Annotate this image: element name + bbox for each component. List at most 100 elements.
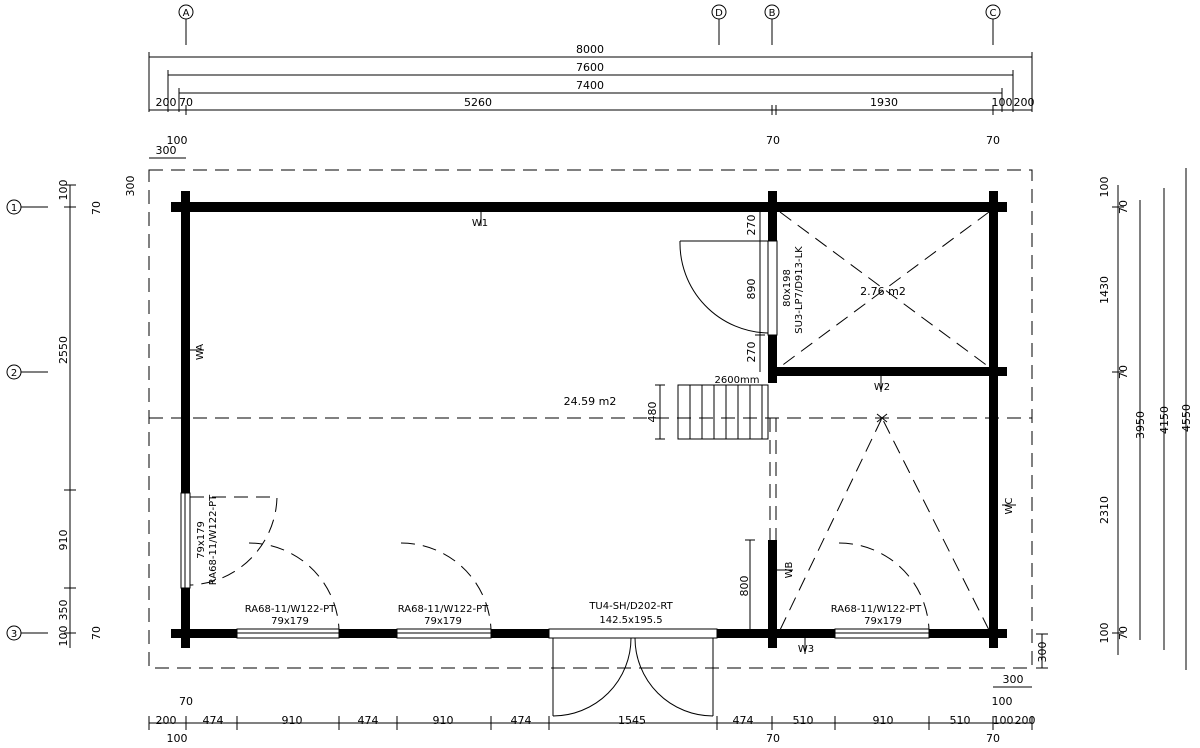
- dim-left-6: 100: [57, 626, 70, 647]
- stair-width-dim: 480: [646, 402, 659, 423]
- wall-label-w1: W1: [472, 218, 488, 229]
- dim-top-r5-1: 70: [766, 134, 780, 147]
- window-2-code: RA68-11/W122-PT: [398, 604, 489, 615]
- inner-door-code: SU3-LP7/D913-LK: [794, 246, 805, 334]
- left-window-code: RA68-11/W122-PT: [208, 494, 219, 585]
- openings: [180, 240, 930, 717]
- dim-7600: 7600: [576, 61, 604, 74]
- dim-bottom-below-1: 70: [766, 732, 780, 745]
- dim-top-r5-0: 100: [167, 134, 188, 147]
- main-door-code: TU4-SH/D202-RT: [588, 601, 673, 612]
- wall-label-wb: WB: [784, 561, 795, 578]
- left-window-size: 79x179: [196, 521, 207, 559]
- dim-right-3: 70: [1117, 365, 1130, 379]
- dim-top-r6: 300: [156, 144, 177, 157]
- window-3-code: RA68-11/W122-PT: [831, 604, 922, 615]
- wall-label-w3: W3: [798, 644, 814, 655]
- dim-bottom-9: 910: [873, 714, 894, 727]
- axis-label-d: D: [715, 8, 723, 19]
- dim-right-8: 4150: [1158, 406, 1171, 434]
- dim-right-5: 100: [1098, 623, 1111, 644]
- dim-right-0: 100: [1098, 177, 1111, 198]
- dim-right-2: 1430: [1098, 276, 1111, 304]
- dim-bottom-11: 100: [993, 714, 1014, 727]
- dim-bottom-8: 510: [793, 714, 814, 727]
- wall-label-wa: WA: [195, 344, 206, 360]
- wall-markers: W1 W2 W3 WA WB WC: [190, 212, 1016, 655]
- dim-bottom-0: 200: [156, 714, 177, 727]
- wb-dimension: 800: [738, 539, 755, 630]
- dim-bottom-6: 1545: [618, 714, 646, 727]
- dim-left-0: 300: [124, 176, 137, 197]
- dim-left-4: 910: [57, 530, 70, 551]
- dim-bottom-12: 200: [1015, 714, 1036, 727]
- axis-label-b: B: [769, 8, 776, 19]
- staircase: 480 2600mm: [646, 375, 769, 440]
- axis-label-2: 2: [11, 368, 17, 379]
- dim-7400: 7400: [576, 79, 604, 92]
- dim-right-1: 70: [1117, 200, 1130, 214]
- dim-top-r5-2: 70: [986, 134, 1000, 147]
- window-3-size: 79x179: [864, 616, 902, 627]
- top-dimensions: 8000 7600 7400 200 70 5260 1930 100 200 …: [148, 43, 1035, 159]
- dim-top-r4-1: 70: [179, 96, 193, 109]
- walls: [171, 191, 1007, 648]
- left-dimensions: 300 100 70 2550 910 350 100 70: [57, 176, 137, 648]
- axis-label-1: 1: [11, 203, 17, 214]
- wb-dim: 800: [738, 576, 751, 597]
- dim-bottom-above-2: 300: [1003, 673, 1024, 686]
- dim-left-7: 70: [90, 626, 103, 640]
- inner-door-size: 80x198: [782, 269, 793, 307]
- dim-left-2: 70: [90, 201, 103, 215]
- dim-bottom-7: 474: [733, 714, 754, 727]
- axis-label-3: 3: [11, 629, 17, 640]
- main-door-size: 142.5x195.5: [599, 615, 662, 626]
- dim-bottom-4: 910: [433, 714, 454, 727]
- bottom-dimensions: 70 100 300 200 474 910 474 910 474 1545 …: [148, 673, 1036, 745]
- inner-door-dim-1: 890: [745, 279, 758, 300]
- dim-top-r4-0: 200: [156, 96, 177, 109]
- room-annotations: 24.59 m2 2.76 m2: [564, 211, 990, 631]
- stair-length-label: 2600mm: [715, 375, 760, 386]
- right-dimensions: 100 70 1430 70 2310 100 70 3950 4150 455…: [1036, 168, 1193, 670]
- dim-overall: 8000: [576, 43, 604, 56]
- small-room-area: 2.76 m2: [860, 285, 906, 298]
- dim-top-r4-2: 5260: [464, 96, 492, 109]
- dim-left-5: 350: [57, 600, 70, 621]
- dim-bottom-5: 474: [511, 714, 532, 727]
- window-1-size: 79x179: [271, 616, 309, 627]
- main-room-area: 24.59 m2: [564, 395, 617, 408]
- inner-door-dim-2: 270: [745, 342, 758, 363]
- dim-bottom-1: 474: [203, 714, 224, 727]
- axis-markers-top: A D B C: [178, 4, 1001, 45]
- dim-bottom-10: 510: [950, 714, 971, 727]
- window-1-code: RA68-11/W122-PT: [245, 604, 336, 615]
- opening-labels: 79x179 RA68-11/W122-PT RA68-11/W122-PT 7…: [196, 494, 922, 627]
- axis-markers-left: 1 2 3: [6, 199, 48, 641]
- wall-label-wc: WC: [1004, 498, 1015, 515]
- roof-outline: [148, 169, 1033, 669]
- dim-right-10: 300: [1036, 642, 1049, 663]
- dim-right-9: 4550: [1180, 404, 1193, 432]
- dim-left-3: 2550: [57, 336, 70, 364]
- dim-bottom-below-2: 70: [986, 732, 1000, 745]
- inner-door-dim-0: 270: [745, 215, 758, 236]
- dim-bottom-below-0: 100: [167, 732, 188, 745]
- dim-bottom-above-0: 70: [179, 695, 193, 708]
- dim-right-6: 70: [1117, 626, 1130, 640]
- dim-right-4: 2310: [1098, 496, 1111, 524]
- dim-right-7: 3950: [1134, 411, 1147, 439]
- dim-bottom-3: 474: [358, 714, 379, 727]
- axis-label-c: C: [990, 8, 997, 19]
- inner-door-dims: 270 890 270 80x198 SU3-LP7/D913-LK: [745, 207, 805, 372]
- window-2-size: 79x179: [424, 616, 462, 627]
- axis-label-a: A: [183, 8, 190, 19]
- dim-top-r4-3: 1930: [870, 96, 898, 109]
- wall-label-w2: W2: [874, 382, 890, 393]
- dim-bottom-above-1: 100: [992, 695, 1013, 708]
- dim-bottom-2: 910: [282, 714, 303, 727]
- dim-top-r4-4: 100: [992, 96, 1013, 109]
- dim-top-r4-5: 200: [1014, 96, 1035, 109]
- dim-left-1: 100: [57, 180, 70, 201]
